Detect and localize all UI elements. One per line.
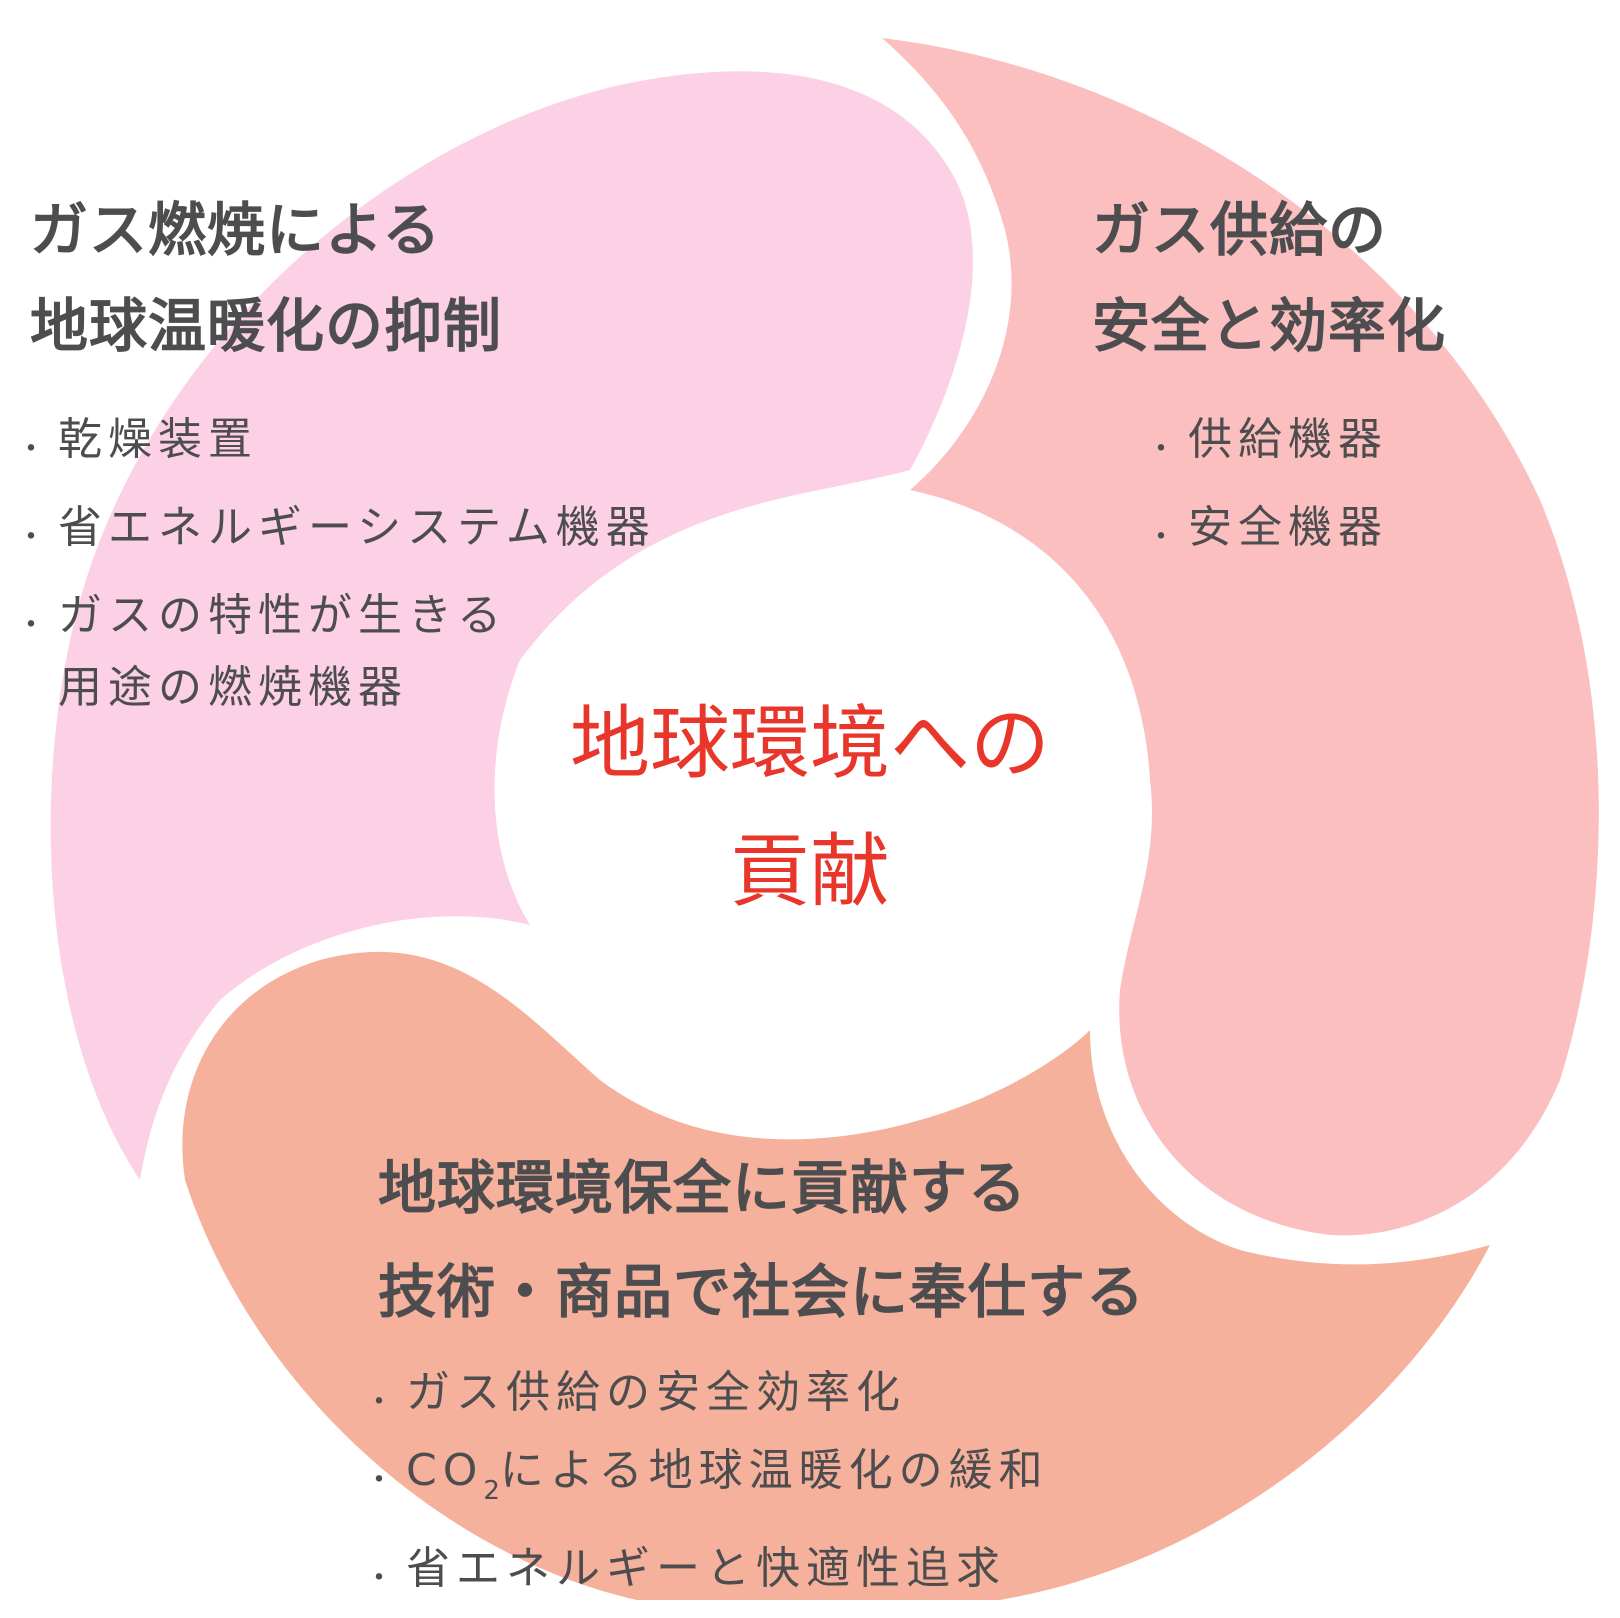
center-circle	[510, 515, 1100, 1105]
right-block: ガス供給の 安全と効率化 供給機器 安全機器	[1092, 182, 1447, 582]
top-left-item-3: ガスの特性が生きる 用途の燃焼機器	[16, 580, 656, 724]
top-left-item-3-line2: 用途の燃焼機器	[58, 662, 408, 713]
bottom-block: 地球環境保全に貢献する 技術・商品で社会に奉仕する ガス供給の安全効率化 CO2…	[364, 1140, 1146, 1618]
center-line2: 貢献	[730, 825, 890, 918]
bottom-item-3: 省エネルギーと快適性追求	[364, 1530, 1145, 1618]
segment-right	[882, 38, 1599, 1236]
center-label: 地球環境への 貢献	[500, 680, 1120, 936]
top-left-block: ガス燃焼による 地球温暖化の抑制 乾燥装置 省エネルギーシステム機器 ガスの特性…	[16, 182, 656, 724]
top-left-item-1: 乾燥装置	[16, 396, 656, 494]
right-title-line2: 安全と効率化	[1092, 292, 1447, 360]
right-items: 供給機器 安全機器	[1146, 396, 1446, 582]
right-item-1: 供給機器	[1146, 396, 1446, 494]
top-left-title-line2: 地球温暖化の抑制	[30, 292, 503, 360]
right-item-2: 安全機器	[1146, 484, 1446, 582]
bottom-item-2-subscript: 2	[483, 1476, 500, 1506]
right-title-line1: ガス供給の	[1092, 196, 1388, 264]
top-left-item-3-line1: ガスの特性が生きる	[58, 590, 508, 641]
top-left-title-line1: ガス燃焼による	[30, 196, 442, 264]
bottom-item-2: CO2による地球温暖化の緩和	[364, 1432, 1145, 1530]
bottom-item-1: ガス供給の安全効率化	[364, 1354, 1145, 1442]
top-left-items: 乾燥装置 省エネルギーシステム機器 ガスの特性が生きる 用途の燃焼機器	[16, 396, 656, 724]
bottom-title-line1: 地球環境保全に貢献する	[378, 1154, 1028, 1222]
bottom-item-2-suffix: による地球温暖化の緩和	[499, 1445, 1049, 1496]
bottom-item-2-prefix: CO	[406, 1445, 484, 1496]
top-left-item-2: 省エネルギーシステム機器	[16, 484, 656, 582]
center-line1: 地球環境への	[570, 697, 1050, 790]
bottom-title-line2: 技術・商品で社会に奉仕する	[378, 1258, 1146, 1326]
bottom-items: ガス供給の安全効率化 CO2による地球温暖化の緩和 省エネルギーと快適性追求	[364, 1354, 1145, 1618]
